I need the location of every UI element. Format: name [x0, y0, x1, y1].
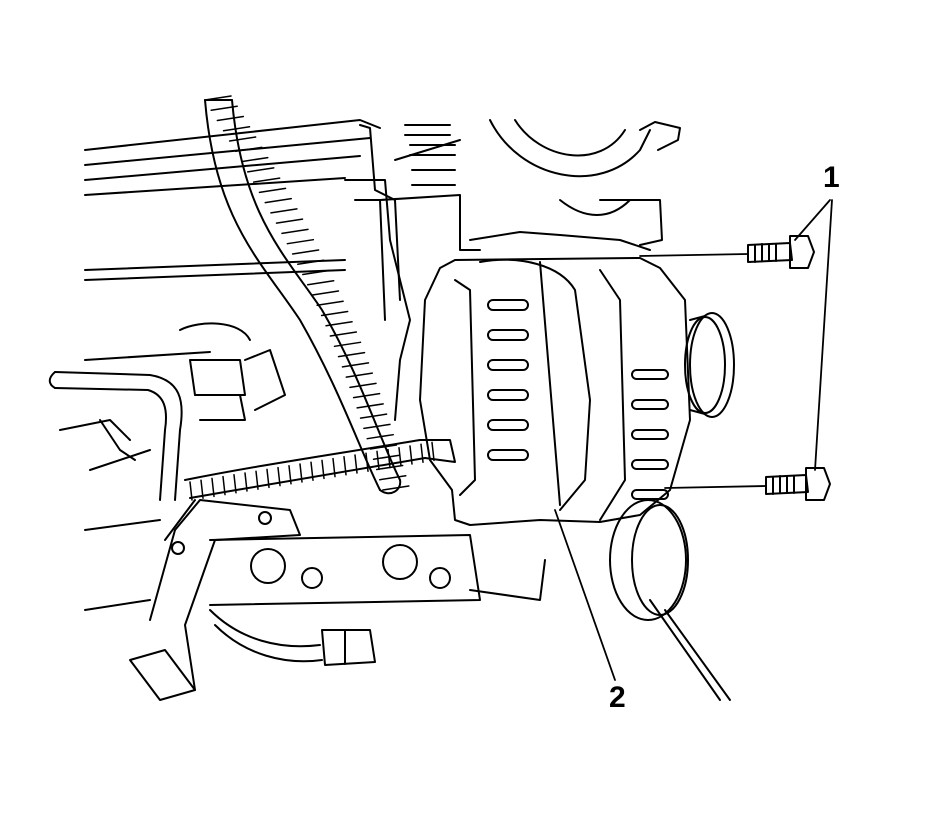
harness-rib: [264, 197, 293, 204]
harness-rib: [337, 351, 366, 358]
crank-pulley: [609, 499, 731, 701]
harness-rib: [366, 433, 394, 440]
mounting-bracket: [129, 499, 301, 701]
harness-rib: [306, 279, 335, 286]
harness-rib: [246, 167, 275, 173]
harness-rib: [379, 474, 407, 481]
harness-rib: [286, 238, 315, 245]
engine-block-outline: [59, 119, 481, 611]
vent-slot: [631, 399, 669, 410]
alternator-vents: [487, 299, 669, 500]
harness-rib: [204, 95, 232, 101]
harness-rib: [382, 485, 410, 491]
callout-label-2: 2: [609, 681, 626, 714]
harness-rib: [216, 115, 245, 122]
harness-rib: [359, 413, 388, 419]
harness-rib: [281, 228, 309, 235]
harness-rib: [329, 331, 358, 337]
harness-rib: [333, 341, 362, 348]
harness-rib: [320, 310, 349, 317]
harness-rib: [363, 423, 391, 430]
harness-rib: [341, 362, 370, 368]
harness-rib: [228, 136, 257, 142]
vent-slot: [631, 459, 669, 470]
callout-label-1: 1: [823, 161, 840, 194]
lower-block: [209, 534, 546, 606]
harness-rib: [241, 156, 269, 163]
wiring-harness-vertical: [204, 99, 402, 495]
harness-rib: [270, 208, 298, 214]
harness-corrugations: [189, 95, 435, 501]
harness-rib: [316, 300, 344, 307]
harness-rib: [234, 146, 263, 153]
harness-rib: [345, 372, 374, 378]
alternator-pulley: [684, 312, 735, 418]
harness-rib: [275, 218, 304, 224]
vent-slot: [487, 419, 529, 431]
vent-slot: [487, 359, 529, 371]
harness-rib: [222, 126, 251, 132]
lower-harness: [209, 609, 376, 666]
harness-rib: [210, 105, 238, 112]
harness-rib: [311, 290, 340, 296]
harness-rib: [349, 382, 377, 389]
harness-rib: [252, 177, 281, 183]
vent-slot: [631, 489, 669, 500]
harness-rib: [258, 187, 287, 194]
vent-slot: [487, 329, 529, 341]
left-hoses: [48, 322, 286, 501]
harness-rib: [431, 441, 435, 462]
vent-slot: [487, 389, 529, 401]
harness-rib: [296, 259, 325, 265]
vent-slot: [487, 449, 529, 461]
bolt-upper: [747, 235, 815, 269]
alternator-body: [419, 257, 691, 526]
upper-hose: [469, 119, 681, 251]
harness-rib: [356, 403, 384, 409]
bolt-lower: [765, 467, 831, 501]
vent-slot: [487, 299, 529, 311]
harness-rib: [302, 269, 330, 276]
leader-lines: [554, 199, 833, 681]
wiring-harness-horizontal: [184, 439, 456, 499]
harness-rib: [352, 392, 381, 399]
harness-rib: [325, 321, 353, 327]
vent-slot: [631, 429, 669, 440]
harness-rib: [291, 249, 320, 255]
vent-slot: [631, 369, 669, 380]
